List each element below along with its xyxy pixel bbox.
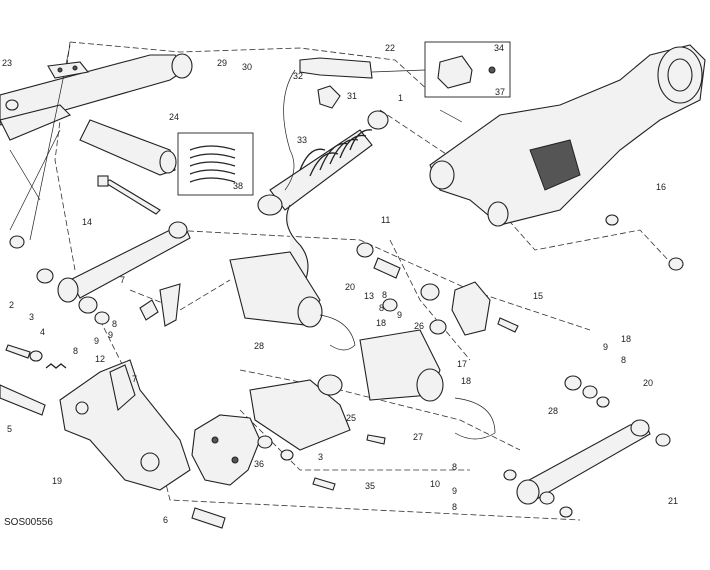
bolt-14 xyxy=(97,175,161,215)
adjuster-detail-box xyxy=(371,41,511,98)
callout-28: 28 xyxy=(548,406,558,416)
rear-subframe xyxy=(0,44,193,249)
callout-12: 12 xyxy=(95,354,105,364)
callout-15: 15 xyxy=(533,291,543,301)
part-23-bracket xyxy=(47,61,90,79)
footrest-bracket xyxy=(59,359,191,491)
callout-27: 27 xyxy=(413,432,423,442)
callout-38: 38 xyxy=(233,181,243,191)
callout-33: 33 xyxy=(297,135,307,145)
callout-9: 9 xyxy=(603,342,608,352)
callout-2: 2 xyxy=(9,300,14,310)
callout-24: 24 xyxy=(169,112,179,122)
callout-28: 28 xyxy=(254,341,264,351)
linkage-rod-upper xyxy=(57,221,191,303)
callout-8: 8 xyxy=(73,346,78,356)
callout-4: 4 xyxy=(40,327,45,337)
callout-3: 3 xyxy=(318,452,323,462)
sleeve-6 xyxy=(191,507,226,529)
callout-21: 21 xyxy=(668,496,678,506)
callout-14: 14 xyxy=(82,217,92,227)
callout-6: 6 xyxy=(163,515,168,525)
callout-9: 9 xyxy=(94,336,99,346)
callout-17: 17 xyxy=(457,359,467,369)
callout-8: 8 xyxy=(452,502,457,512)
callout-25: 25 xyxy=(346,413,356,423)
callout-31: 31 xyxy=(347,91,357,101)
callout-11: 11 xyxy=(381,215,390,225)
callout-9: 9 xyxy=(452,486,457,496)
shock-spring xyxy=(299,129,373,177)
callout-32: 32 xyxy=(293,71,303,81)
footpeg-bracket-hardware xyxy=(0,344,67,416)
callout-19: 19 xyxy=(52,476,62,486)
callout-8: 8 xyxy=(621,355,626,365)
callout-16: 16 xyxy=(656,182,666,192)
callout-37: 37 xyxy=(495,87,505,97)
callout-36: 36 xyxy=(254,459,264,469)
callout-29: 29 xyxy=(217,58,227,68)
callout-34: 34 xyxy=(494,43,504,53)
callout-8: 8 xyxy=(452,462,457,472)
shock-boot xyxy=(229,251,496,451)
callout-20: 20 xyxy=(345,282,355,292)
callout-18: 18 xyxy=(461,376,471,386)
callout-26: 26 xyxy=(414,321,424,331)
rear-shock-absorber xyxy=(257,57,389,306)
callout-35: 35 xyxy=(365,481,375,491)
callout-23: 23 xyxy=(2,58,12,68)
linkage-rod-lower xyxy=(516,419,651,505)
callout-30: 30 xyxy=(242,62,252,72)
callout-18: 18 xyxy=(376,318,386,328)
callout-9: 9 xyxy=(397,310,402,320)
callout-18: 18 xyxy=(621,334,631,344)
spring-detail-box xyxy=(177,132,254,196)
callout-20: 20 xyxy=(643,378,653,388)
callout-7: 7 xyxy=(132,374,137,384)
single-sided-swingarm xyxy=(429,44,706,227)
callout-labels: 1 2 3 3 4 5 6 7 7 8 8 8 8 8 8 8 9 9 9 9 … xyxy=(2,43,678,525)
callout-5: 5 xyxy=(7,424,12,434)
bushing-cluster-left xyxy=(36,268,181,327)
callout-9: 9 xyxy=(108,330,113,340)
heel-guard xyxy=(191,414,273,486)
diagram-reference-code: SOS00556 xyxy=(4,517,53,528)
callout-13: 13 xyxy=(364,291,374,301)
callout-8: 8 xyxy=(112,319,117,329)
callout-10: 10 xyxy=(430,479,440,489)
callout-8: 8 xyxy=(379,303,384,313)
callout-8: 8 xyxy=(382,290,387,300)
callout-3: 3 xyxy=(29,312,34,322)
callout-1: 1 xyxy=(398,93,403,103)
callout-22: 22 xyxy=(385,43,395,53)
linkage-hardware-right xyxy=(280,214,684,518)
callout-7: 7 xyxy=(120,275,125,285)
